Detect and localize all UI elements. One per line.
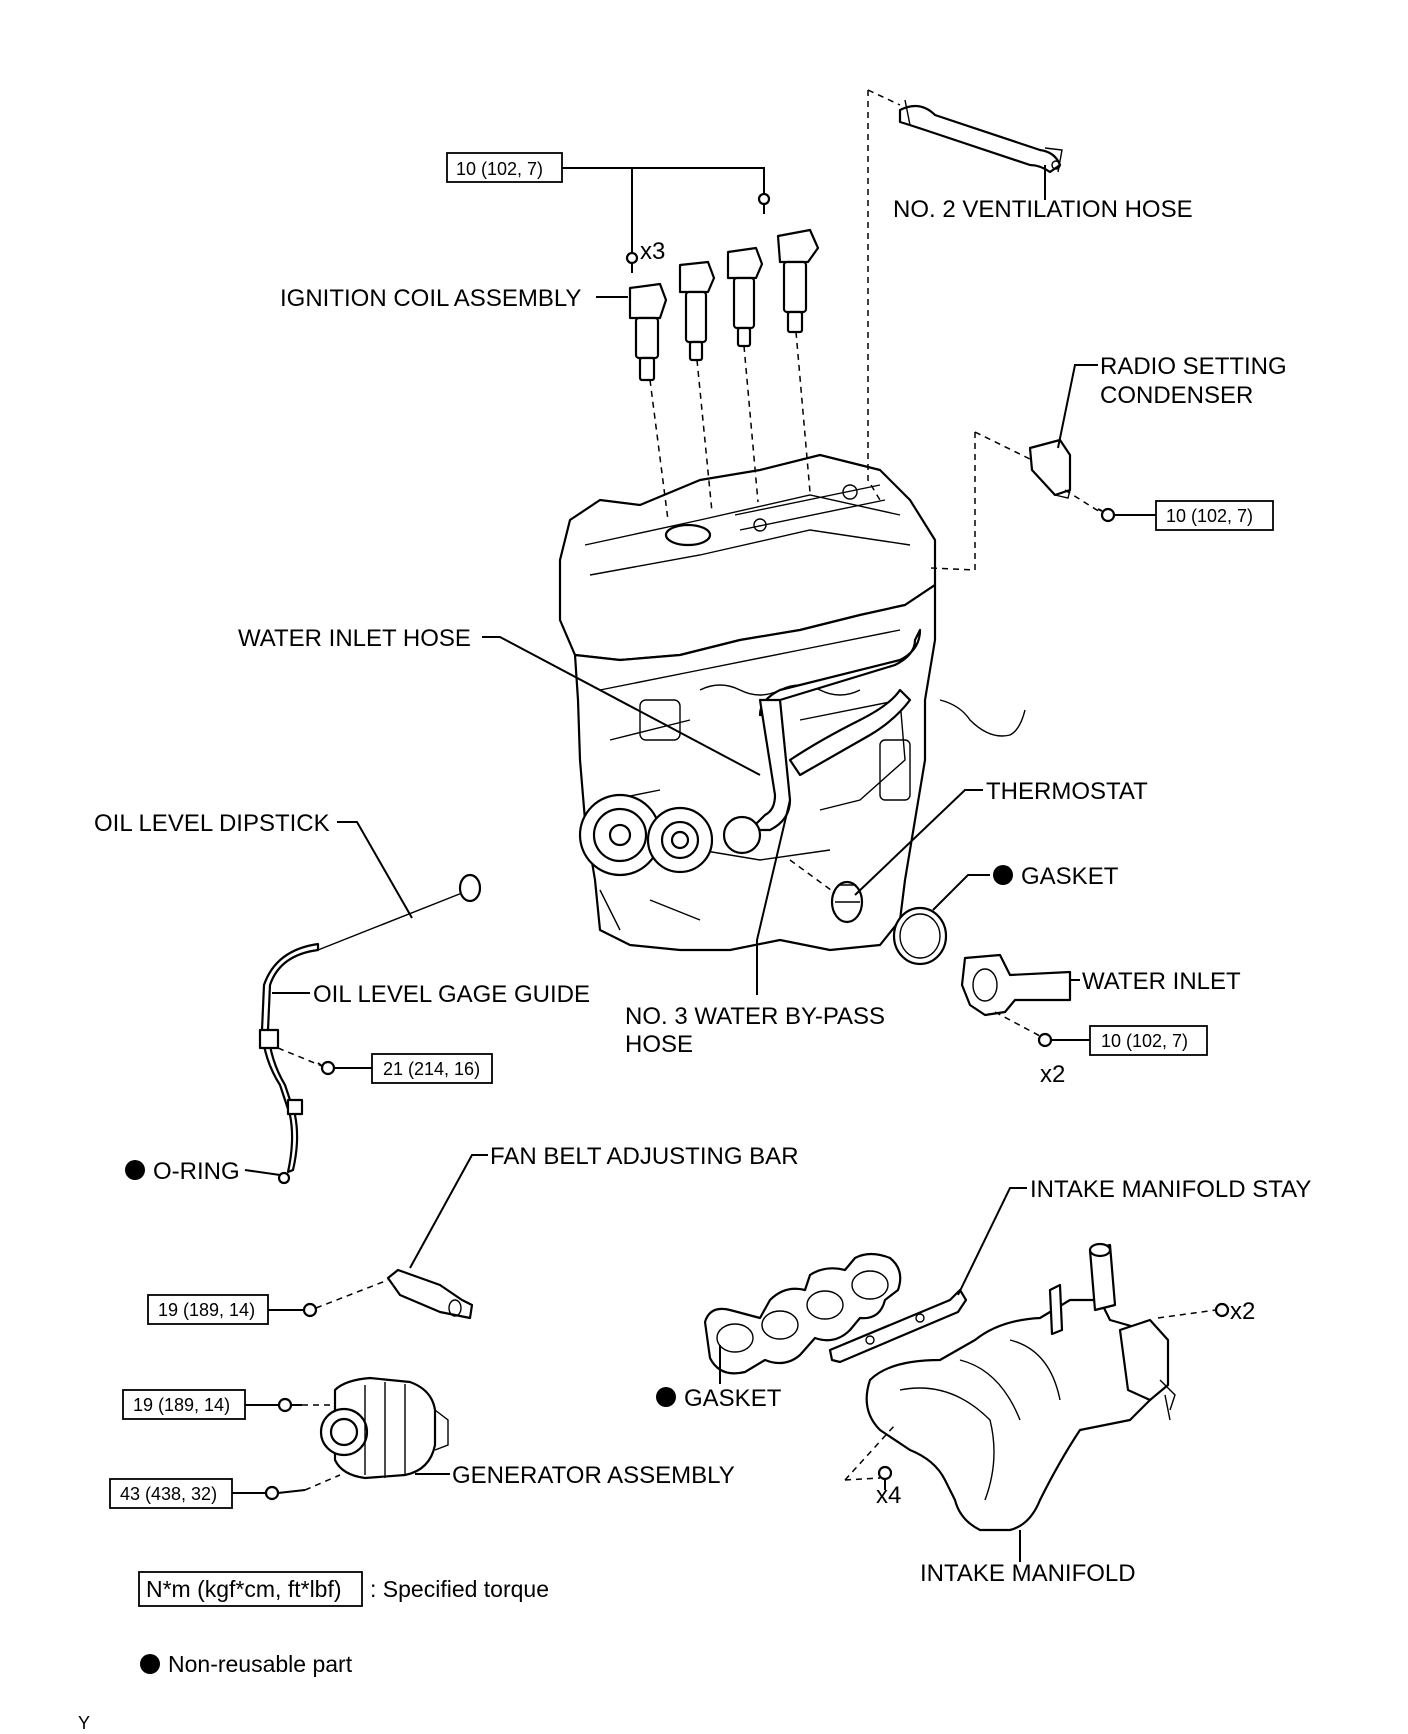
oil-dipstick	[317, 873, 482, 951]
water-inlet-nut-quantity: x2	[1040, 1061, 1065, 1088]
water-inlet-nut-guide	[994, 1011, 1041, 1037]
fan-belt-bar-bolt-guide	[315, 1279, 389, 1309]
intake-stay-leader	[957, 1187, 1027, 1296]
gage-guide-label: OIL LEVEL GAGE GUIDE	[313, 981, 590, 1008]
legend-non-reusable: Non-reusable part	[168, 1651, 353, 1677]
intake-stay-label: INTAKE MANIFOLD STAY	[1030, 1176, 1311, 1203]
legend-non-reusable-dot	[140, 1654, 160, 1674]
torque-value: 19 (189, 14)	[133, 1395, 230, 1415]
torque-box	[1155, 500, 1274, 531]
bolt	[757, 192, 771, 214]
radio-condenser-dashed-guide-2	[974, 431, 1033, 461]
non-reusable-dot	[656, 1387, 676, 1407]
torque-value: 10 (102, 7)	[1166, 506, 1253, 526]
o-ring-label: O-RING	[153, 1158, 240, 1185]
coil-dashed-guides	[649, 331, 811, 521]
legend-torque-box	[138, 1571, 363, 1607]
corner-mark: Y	[78, 1713, 90, 1733]
non-reusable-dot	[125, 1160, 145, 1180]
generator-label: GENERATOR ASSEMBLY	[452, 1462, 735, 1489]
intake-gasket	[703, 1252, 902, 1375]
torque-box	[122, 1389, 246, 1420]
intake-manifold-stay	[828, 1288, 968, 1364]
manifold-nut-quantity: x2	[1230, 1298, 1255, 1325]
ventilation-hose-label: NO. 2 VENTILATION HOSE	[893, 196, 1193, 223]
bypass-hose-label-line1: NO. 3 WATER BY-PASS	[625, 1003, 885, 1030]
ignition-coil	[726, 246, 764, 348]
bypass-hose-label-line2: HOSE	[625, 1031, 693, 1058]
ventilation-hose-dashed-guide-top	[867, 89, 901, 106]
torque-box	[109, 1478, 233, 1509]
ignition-coil	[776, 228, 820, 334]
ventilation-hose-dashed-guide	[867, 90, 881, 501]
bolt	[625, 251, 639, 273]
radio-condenser-label-line1: RADIO SETTING	[1100, 353, 1287, 380]
water-inlet-label: WATER INLET	[1082, 968, 1241, 995]
non-reusable-dot	[993, 865, 1013, 885]
torque-leader	[562, 167, 765, 253]
fan-belt-bar-label: FAN BELT ADJUSTING BAR	[490, 1143, 799, 1170]
o-ring-leader	[244, 1169, 281, 1176]
torque-value: 19 (189, 14)	[158, 1300, 255, 1320]
legend: N*m (kgf*cm, ft*lbf) : Specified torque …	[138, 1571, 549, 1677]
fan-belt-adjusting-bar	[298, 1268, 474, 1320]
radio-condenser	[1028, 438, 1116, 523]
manifold-nut-guide	[1157, 1309, 1217, 1319]
torque-box	[1089, 1025, 1208, 1056]
nut	[1037, 1032, 1053, 1048]
bypass-hose-leader	[756, 799, 791, 995]
thermostat-dashed-guide	[789, 859, 836, 894]
water-inlet	[960, 953, 1072, 1048]
torque-value: 21 (214, 16)	[383, 1059, 480, 1079]
torque-box	[147, 1294, 269, 1325]
coil-bolt-quantity: x3	[640, 238, 665, 265]
ignition-coil	[678, 260, 716, 362]
radio-condenser-label-line2: CONDENSER	[1100, 382, 1253, 409]
oil-gage-guide	[258, 942, 336, 1185]
radio-condenser-bolt-guide	[1064, 489, 1101, 513]
gasket-leader	[932, 874, 990, 911]
bolt	[317, 1060, 336, 1076]
thermostat-gasket-label: GASKET	[1021, 863, 1119, 890]
intake-gasket-label: GASKET	[684, 1385, 782, 1412]
torque-value: 10 (102, 7)	[1101, 1031, 1188, 1051]
generator-assembly	[264, 1376, 449, 1501]
thermostat-label: THERMOSTAT	[986, 778, 1148, 805]
ignition-coil-label: IGNITION COIL ASSEMBLY	[280, 285, 581, 312]
intake-manifold-label: INTAKE MANIFOLD	[920, 1560, 1136, 1587]
intake-manifold	[865, 1242, 1230, 1532]
torque-box	[446, 152, 563, 183]
torque-value: 10 (102, 7)	[456, 159, 543, 179]
gage-guide-bolt-guide	[277, 1047, 323, 1067]
thermostat-gasket	[892, 906, 948, 966]
torque-value: 43 (438, 32)	[120, 1484, 217, 1504]
water-inlet-hose-label: WATER INLET HOSE	[238, 625, 471, 652]
ventilation-hose	[898, 99, 1063, 174]
dipstick-leader	[337, 821, 413, 919]
ignition-coils	[625, 192, 820, 382]
fan-belt-bar-leader	[409, 1154, 488, 1269]
nut	[1214, 1302, 1230, 1318]
torque-box	[371, 1053, 493, 1084]
bolt	[277, 1397, 302, 1413]
thermostat	[830, 880, 864, 924]
manifold-bolt-guide	[844, 1424, 896, 1481]
legend-torque-desc: : Specified torque	[370, 1576, 549, 1602]
bolt	[298, 1302, 318, 1318]
legend-torque-unit: N*m (kgf*cm, ft*lbf)	[146, 1576, 342, 1602]
manifold-bolt-quantity: x4	[876, 1482, 901, 1509]
generator-lower-bolt-guide	[304, 1474, 341, 1491]
bolt	[877, 1465, 893, 1490]
dipstick-label: OIL LEVEL DIPSTICK	[94, 810, 330, 837]
bolt	[1097, 507, 1116, 523]
radio-condenser-leader	[1057, 364, 1098, 449]
ignition-coil	[628, 282, 668, 382]
water-inlet-hose-leader	[482, 636, 761, 776]
radio-condenser-dashed-guide	[929, 432, 976, 571]
engine-block	[558, 453, 1026, 952]
thermostat-leader	[854, 789, 983, 896]
bolt	[264, 1485, 306, 1501]
